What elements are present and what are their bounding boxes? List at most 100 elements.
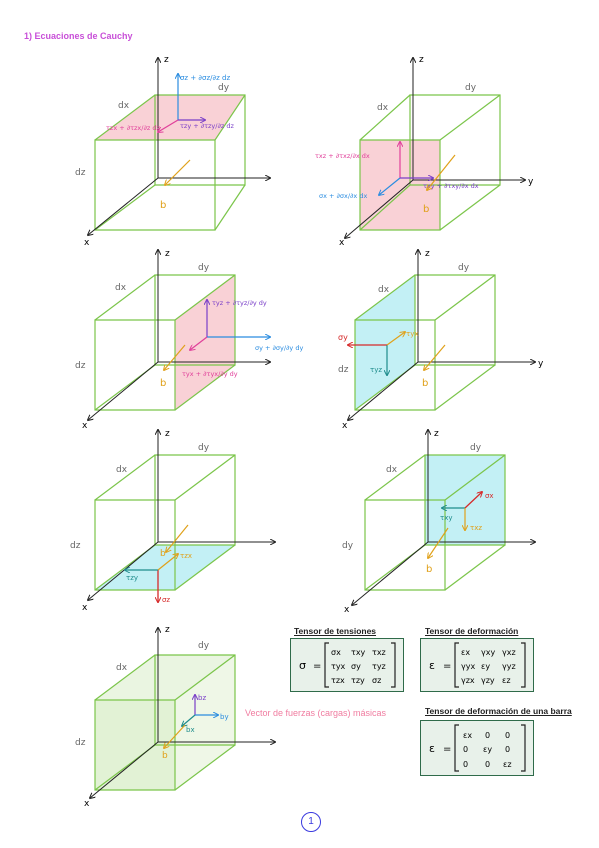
strain-tensor-title: Tensor de deformación	[425, 626, 519, 636]
body-force-b: b	[162, 751, 168, 761]
y-face	[175, 275, 235, 410]
dim-dz: dz	[75, 738, 86, 748]
dim-dy: dy	[458, 263, 470, 273]
bar-tensor-box: ε = εx 0 0 0 εy 0 0 0 εz	[420, 720, 534, 776]
figure-bottom-face: z x dx dy dz τzx τzy σz b	[70, 429, 300, 613]
axes	[88, 250, 270, 420]
figure-front-x-face: z y x dx dy τxz + ∂τxz/∂x dx τxy + ∂τxy/…	[315, 55, 534, 248]
dim-dz: dz	[338, 365, 349, 375]
axes	[88, 58, 270, 235]
strain-tensor-box: ε = εx γxy γxz γyx εy γyz γzx γzy εz	[420, 638, 534, 692]
tau-zy-label: τzy + ∂τzy/∂z dz	[180, 122, 234, 130]
axes	[348, 250, 535, 420]
axis-x: x	[344, 605, 350, 615]
bar-cell: 0	[505, 745, 510, 754]
axis-z: z	[165, 625, 170, 635]
strain-cell: εx	[461, 648, 470, 657]
dim-dy: dy	[465, 83, 477, 93]
bar-cell: 0	[485, 731, 490, 740]
by-label: by	[220, 713, 229, 721]
dim-dy-side: dy	[342, 541, 354, 551]
bar-symbol: ε	[429, 742, 435, 755]
bar-cell: εz	[503, 760, 512, 769]
page-title: 1) Ecuaciones de Cauchy	[24, 31, 133, 41]
axis-y: y	[528, 177, 534, 187]
axis-x: x	[82, 603, 88, 613]
bar-cell: 0	[485, 760, 490, 769]
dim-dx: dx	[116, 465, 128, 475]
cube-edges	[94, 654, 236, 791]
tau-xz-label: τxz	[470, 524, 482, 532]
strain-cell: γyz	[502, 662, 516, 671]
stress-cell: σy	[351, 662, 361, 671]
tau-zy-label: τzy	[126, 574, 138, 582]
tau-zx-label: τzx	[180, 552, 192, 560]
body-force-b: b	[160, 200, 166, 211]
stress-tensor-box: σ = σx τxy τxz τyx σy τyz τzx τzy σz	[290, 638, 404, 692]
axis-z: z	[164, 55, 169, 65]
dim-dz: dz	[70, 541, 81, 551]
tau-yz-label: τyz	[370, 366, 382, 374]
bar-cell: 0	[463, 760, 468, 769]
cube-edges	[94, 94, 246, 231]
tau-yz-label: τyz + ∂τyz/∂y dy	[212, 299, 267, 307]
axis-z: z	[165, 429, 170, 439]
axis-x: x	[339, 238, 345, 248]
bz-label: bz	[198, 694, 206, 702]
sigma-z-label: σz	[162, 596, 170, 604]
strain-cell: εz	[502, 676, 511, 685]
dim-dx: dx	[377, 103, 389, 113]
stress-cell: τzy	[351, 676, 365, 685]
axes	[352, 430, 535, 605]
stress-cell: σz	[372, 676, 381, 685]
dim-dx: dx	[378, 285, 390, 295]
sigma-y-label: σy	[338, 333, 348, 342]
bar-tensor-matrix: ε = εx 0 0 0 εy 0 0 0 εz	[429, 724, 526, 772]
stress-cell: τyx	[331, 662, 346, 671]
strain-cell: γxy	[481, 648, 495, 657]
dim-dz: dz	[75, 168, 86, 178]
axis-x: x	[84, 799, 90, 809]
sigma-x-label: σx	[485, 492, 494, 500]
bar-tensor-title: Tensor de deformación de una barra	[425, 706, 572, 716]
dim-dy: dy	[218, 83, 230, 93]
figure-y-face: z x dx dy dz τyz + ∂τyz/∂y dy σy + ∂σy/∂…	[75, 249, 303, 431]
cube-edges	[94, 274, 236, 411]
stress-cell: σx	[331, 648, 341, 657]
strain-cell: γzx	[461, 676, 475, 685]
stress-eq: =	[313, 661, 321, 672]
strain-cell: γzy	[481, 676, 495, 685]
tau-yx-label: τyx	[406, 330, 419, 338]
sigma-y-label: σy + ∂σy/∂y dy	[255, 344, 303, 352]
cube-edges	[94, 454, 236, 591]
tau-xy-label: τxy + ∂τxy/∂x dx	[423, 182, 479, 190]
dim-dz: dz	[75, 361, 86, 371]
stress-cell: τxz	[372, 648, 386, 657]
axis-z: z	[419, 55, 424, 65]
figure-body-force: z x dx dy dz bz by bx b	[75, 625, 300, 809]
stress-tensor-matrix: σ = σx τxy τxz τyx σy τyz τzx τzy σz	[299, 642, 396, 688]
axes	[88, 430, 275, 600]
bar-cell: 0	[463, 745, 468, 754]
figure-back-y-face: z y x dx dy dz σy τyx τyz b	[338, 249, 544, 431]
axis-x: x	[84, 238, 90, 248]
body-force-b: b	[160, 549, 166, 559]
tau-yx-label: τyx + ∂τyx/∂y dy	[182, 370, 238, 378]
body-force-b: b	[160, 378, 166, 389]
tau-xz-label: τxz + ∂τxz/∂x dx	[315, 152, 370, 160]
strain-eq: =	[443, 661, 451, 672]
bar-cell: 0	[505, 731, 510, 740]
dim-dy: dy	[198, 443, 210, 453]
bar-eq: =	[443, 744, 451, 755]
bx-label: bx	[186, 726, 195, 734]
bottom-face	[95, 545, 235, 590]
bar-cell: εx	[463, 731, 472, 740]
cube-edges	[354, 274, 496, 411]
stress-cell: τyz	[372, 662, 386, 671]
axis-x: x	[82, 421, 88, 431]
axis-z: z	[434, 429, 439, 439]
axis-z: z	[165, 249, 170, 259]
dim-dy: dy	[470, 443, 482, 453]
tau-xy-label: τxy	[440, 514, 453, 522]
body-force-b: b	[423, 204, 429, 215]
